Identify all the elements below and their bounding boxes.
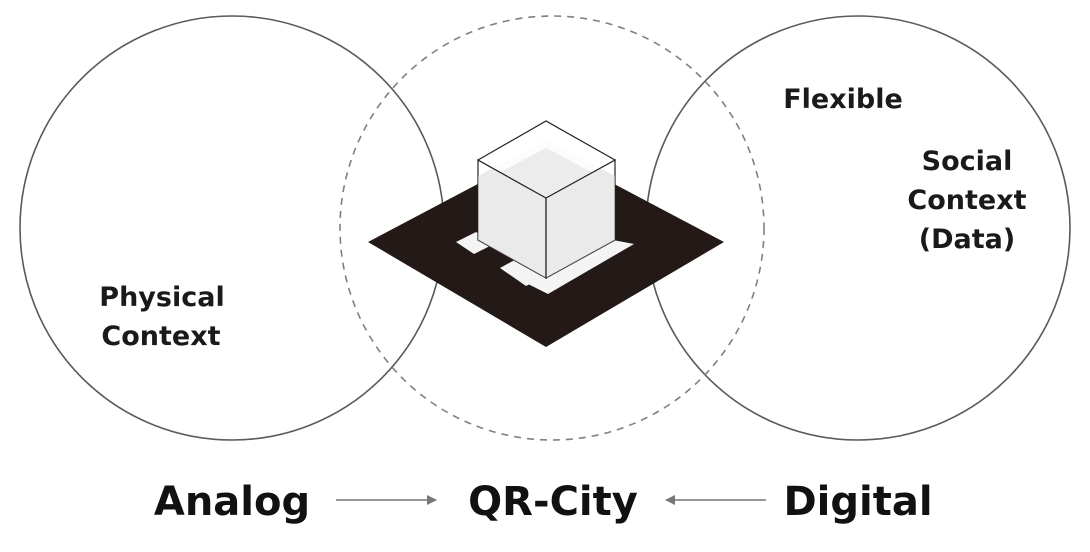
analog-label: Analog (154, 479, 310, 525)
physical-label: Physical (99, 282, 224, 313)
qr-marker-with-cube-icon (368, 120, 724, 347)
marker-patch (524, 236, 634, 294)
marker-patch (456, 232, 494, 254)
left-circle (19, 15, 445, 441)
qr-city-label: QR-City (468, 479, 638, 525)
flexible-label: Flexible (783, 84, 903, 115)
center-dashed-circle (339, 15, 765, 441)
social-label: Social (922, 146, 1013, 177)
data-label: (Data) (919, 224, 1015, 255)
context-label-right: Context (907, 185, 1026, 216)
cube-top-face (476, 120, 617, 199)
context-label-left: Context (101, 321, 220, 352)
digital-label: Digital (783, 479, 932, 525)
